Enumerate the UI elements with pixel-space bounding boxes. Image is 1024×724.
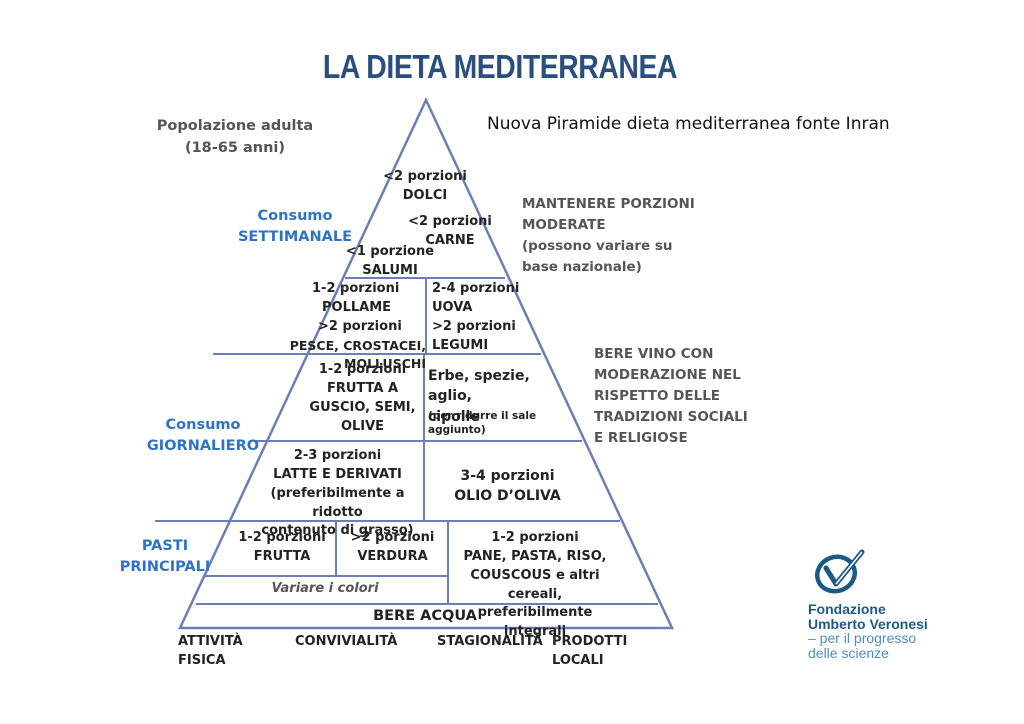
logo-line-3: – per il progresso [808, 630, 917, 647]
base-local-products: PRODOTTI LOCALI [552, 634, 628, 668]
tier-fruit: 1-2 porzioni FRUTTA [238, 530, 326, 564]
tier-herbs-note: (per ridurre il sale aggiunto) [428, 410, 537, 436]
base-activity: ATTIVITÀ FISICA [178, 634, 243, 668]
logo-line-2: Umberto Veronesi [808, 615, 928, 632]
logo-mark-icon [814, 549, 865, 594]
population-label: Popolazione adulta (18-65 anni) [156, 118, 314, 156]
section-weekly: Consumo SETTIMANALE [237, 208, 352, 246]
tier-vegetables: >2 porzioni VERDURA [350, 530, 435, 564]
tier-colors: Variare i colori [271, 581, 379, 596]
tier-herbs: Erbe, spezie, aglio, cipolle [428, 368, 530, 425]
base-seasonality: STAGIONALITÀ [437, 634, 543, 649]
tier-cereals: 1-2 porzioni PANE, PASTA, RISO, COUSCOUS… [463, 530, 607, 640]
note-wine: BERE VINO CON MODERAZIONE NEL RISPETTO D… [594, 346, 748, 446]
page-title: LA DIETA MEDITERRANEA [322, 48, 678, 85]
tier-nuts: 1-2 porzioni FRUTTA A GUSCIO, SEMI, OLIV… [309, 362, 416, 434]
fondazione-veronesi-logo: Fondazione Umberto Veronesi – per il pro… [808, 548, 948, 661]
tier-sweets: <2 porzioni DOLCI [383, 169, 467, 203]
base-conviviality: CONVIVIALITÀ [295, 634, 398, 649]
logo-line-1: Fondazione [808, 601, 886, 617]
pyramid-outline [178, 97, 674, 630]
tier-dairy: 2-3 porzioni LATTE E DERIVATI (preferibi… [261, 448, 414, 539]
tier-eggs-legumes: 2-4 porzioni UOVA >2 porzioni LEGUMI [432, 281, 520, 353]
note-portions: MANTENERE PORZIONI MODERATE (possono var… [522, 196, 695, 275]
source-caption: Nuova Piramide dieta mediterranea fonte … [487, 114, 890, 134]
section-daily: Consumo GIORNALIERO [146, 417, 260, 455]
section-meals: PASTI PRINCIPALI [119, 538, 211, 576]
tier-poultry-fish: 1-2 porzioni POLLAME >2 porzioni PESCE, … [289, 281, 426, 371]
tier-salumi: <1 porzione SALUMI [345, 244, 435, 278]
tier-water: BERE ACQUA [373, 608, 477, 624]
logo-line-4: delle scienze [808, 645, 889, 662]
tier-meat: <2 porzioni CARNE [408, 214, 492, 248]
tier-oil: 3-4 porzioni OLIO D’OLIVA [454, 468, 561, 505]
